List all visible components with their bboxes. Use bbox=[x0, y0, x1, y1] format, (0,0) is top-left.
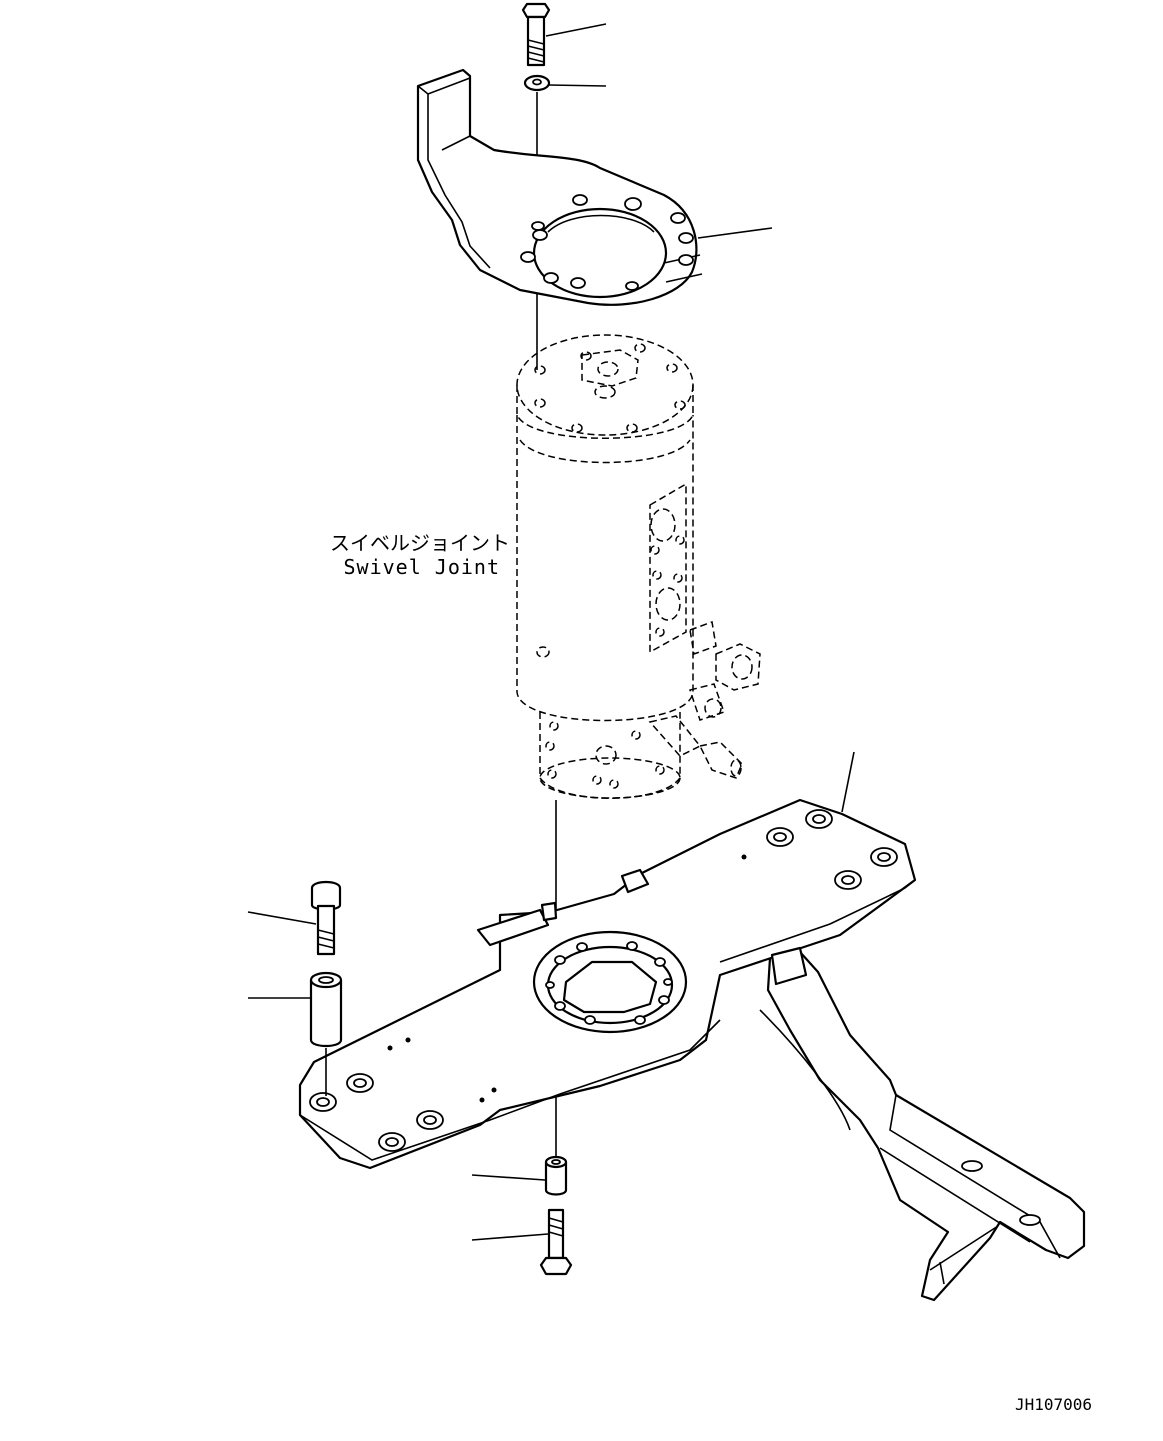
lower-frame bbox=[298, 798, 1086, 1302]
part-label-jp: スイベルジョイント bbox=[330, 531, 510, 555]
bottom-bolt bbox=[539, 1208, 573, 1276]
left-spacer bbox=[309, 971, 343, 1048]
part-label-en: Swivel Joint bbox=[344, 555, 501, 579]
drawing-number: JH107006 bbox=[1015, 1395, 1092, 1414]
leader-line-frame bbox=[841, 751, 855, 813]
bottom-spacer bbox=[544, 1155, 568, 1196]
leader-line-bottom-spacer bbox=[471, 1174, 546, 1181]
top-washer bbox=[523, 74, 551, 92]
leader-line-top-washer bbox=[548, 84, 607, 87]
leader-line-bottom-bolt bbox=[471, 1233, 549, 1241]
leader-line-left-bolt bbox=[247, 911, 317, 925]
leader-line-top-bolt bbox=[545, 23, 607, 37]
upper-bracket bbox=[416, 68, 703, 306]
left-bolt bbox=[310, 880, 342, 956]
top-bolt bbox=[521, 2, 551, 67]
leader-line-bracket bbox=[697, 227, 773, 239]
swivel-joint bbox=[516, 334, 761, 799]
